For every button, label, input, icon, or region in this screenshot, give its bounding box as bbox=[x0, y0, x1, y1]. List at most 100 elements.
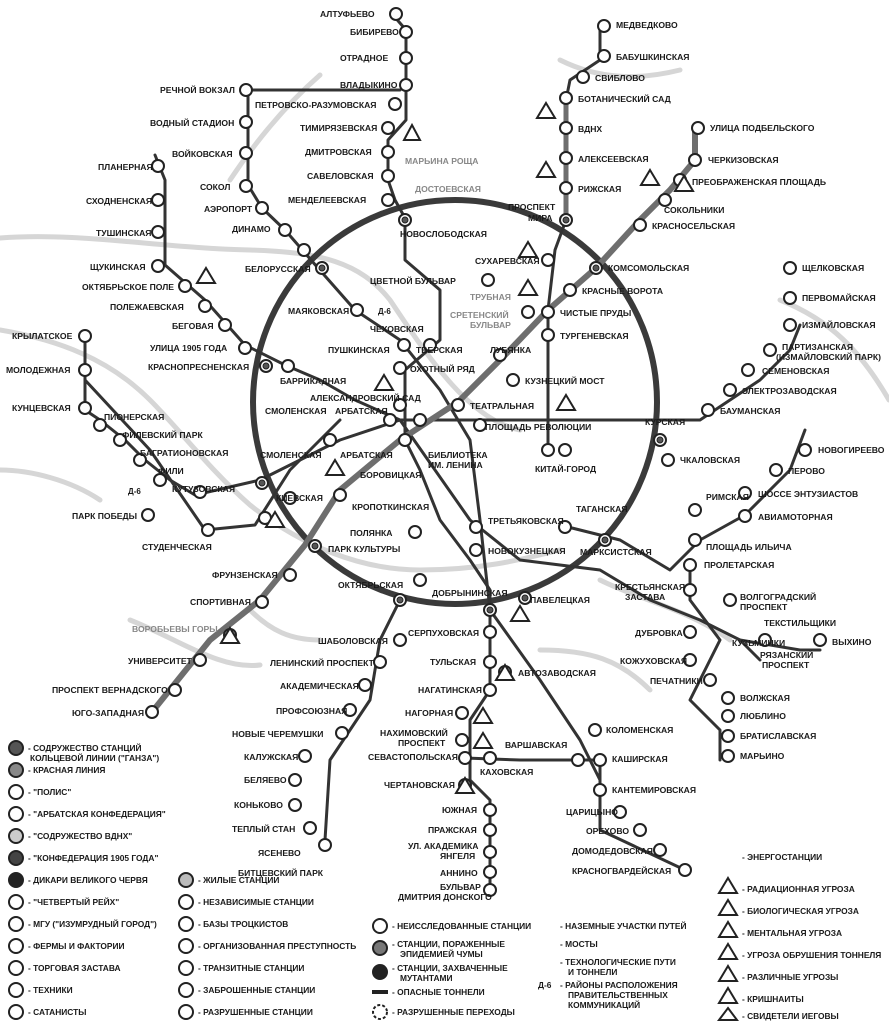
label-varshavskaya: ВАРШАВСКАЯ bbox=[505, 740, 567, 750]
label-partizanskaya-1: ПАРТИЗАНСКАЯ bbox=[782, 342, 853, 352]
label-sretensky-2: БУЛЬВАР bbox=[470, 320, 511, 330]
label-dostoevskaya: ДОСТОЕВСКАЯ bbox=[415, 184, 481, 194]
legend-plague-2: ЭПИДЕМИЕЙ ЧУМЫ bbox=[400, 948, 483, 959]
legend-various: - РАЗЛИЧНЫЕ УГРОЗЫ bbox=[742, 972, 838, 982]
label-krestyanskaya-1: КРЕСТЬЯНСКАЯ bbox=[615, 582, 685, 592]
label-tulskaya: ТУЛЬСКАЯ bbox=[430, 657, 476, 667]
label-yuzhnaya: ЮЖНАЯ bbox=[442, 805, 477, 815]
label-prazhskaya: ПРАЖСКАЯ bbox=[428, 825, 477, 835]
legend-crime: - ОРГАНИЗОВАННАЯ ПРЕСТУПНОСТЬ bbox=[198, 941, 356, 951]
label-volgogradsky-2: ПРОСПЕКТ bbox=[740, 602, 788, 612]
label-chekhovskaya: ЧЕХОВСКАЯ bbox=[370, 324, 424, 334]
label-sviblovo: СВИБЛОВО bbox=[595, 73, 645, 83]
label-kakhovskaya: КАХОВСКАЯ bbox=[480, 767, 533, 777]
label-filevsky-park: ФИЛЕВСКИЙ ПАРК bbox=[122, 429, 203, 440]
label-park-kultury: ПАРК КУЛЬТУРЫ bbox=[328, 544, 400, 554]
legend-reich: - "ЧЕТВЕРТЫЙ РЕЙХ" bbox=[28, 896, 119, 907]
label-smolenskaya-arb-2: СМОЛЕНСКАЯ bbox=[260, 450, 322, 460]
label-kutuzovskaya: КУТУЗОВСКАЯ bbox=[172, 484, 235, 494]
label-petrovsko: ПЕТРОВСКО-РАЗУМОВСКАЯ bbox=[255, 100, 376, 110]
label-prospekt-vernadskogo: ПРОСПЕКТ ВЕРНАДСКОГО bbox=[52, 685, 168, 695]
legend-surface: - НАЗЕМНЫЕ УЧАСТКИ ПУТЕЙ bbox=[560, 920, 686, 931]
label-altufyevo: АЛТУФЬЕВО bbox=[320, 9, 375, 19]
label-biblioteka-1: БИБЛИОТЕКА bbox=[428, 450, 488, 460]
label-kitay-gorod: КИТАЙ-ГОРОД bbox=[535, 463, 596, 474]
label-alekseevskaya: АЛЕКСЕЕВСКАЯ bbox=[578, 154, 649, 164]
label-vykhino: ВЫХИНО bbox=[832, 637, 872, 647]
label-planernaya: ПЛАНЕРНАЯ bbox=[98, 162, 153, 172]
legend-krishna: - КРИШНАИТЫ bbox=[742, 994, 804, 1004]
label-kozhukhovskaya: КОЖУХОВСКАЯ bbox=[620, 656, 687, 666]
legend-hansa: - СОДРУЖЕСТВО СТАНЦИЙ bbox=[28, 742, 141, 753]
label-akad-yangelya-2: ЯНГЕЛЯ bbox=[440, 851, 475, 861]
label-nagornaya: НАГОРНАЯ bbox=[405, 708, 453, 718]
label-universitet: УНИВЕРСИТЕТ bbox=[128, 656, 193, 666]
label-kuntsevskaya: КУНЦЕВСКАЯ bbox=[12, 403, 71, 413]
label-timiryazevskaya: ТИМИРЯЗЕВСКАЯ bbox=[300, 123, 377, 133]
label-oktyabrskoe-pole: ОКТЯБРЬСКОЕ ПОЛЕ bbox=[82, 282, 174, 292]
legend-destroyed-crossings: - РАЗРУШЕННЫЕ ПЕРЕХОДЫ bbox=[392, 1007, 515, 1017]
legend-red-line: - КРАСНАЯ ЛИНИЯ bbox=[28, 765, 105, 775]
label-annino: АННИНО bbox=[440, 868, 478, 878]
legend-mutants: - СТАНЦИИ, ЗАХВАЧЕННЫЕ bbox=[392, 963, 508, 973]
label-perovo: ПЕРОВО bbox=[788, 466, 825, 476]
label-lyublino: ЛЮБЛИНО bbox=[740, 711, 786, 721]
label-bulvar-donskogo-1: БУЛЬВАР bbox=[440, 882, 481, 892]
label-krasnoselskaya: КРАСНОСЕЛЬСКАЯ bbox=[652, 221, 735, 231]
label-polyanka: ПОЛЯНКА bbox=[350, 528, 393, 538]
label-prospekt-mira-2: МИРА bbox=[528, 213, 553, 223]
label-semenovskaya: СЕМЕНОВСКАЯ bbox=[762, 366, 829, 376]
label-ploshchad-rev: ПЛОЩАДЬ РЕВОЛЮЦИИ bbox=[485, 422, 591, 432]
label-shchukinskaya: ЩУКИНСКАЯ bbox=[90, 262, 146, 272]
label-konkovo: КОНЬКОВО bbox=[234, 800, 283, 810]
label-cherkizovskaya: ЧЕРКИЗОВСКАЯ bbox=[708, 155, 779, 165]
legend-bio: - БИОЛОГИЧЕСКАЯ УГРОЗА bbox=[742, 906, 859, 916]
label-arbatskaya-1: АРБАТСКАЯ bbox=[335, 406, 388, 416]
label-frunzenskaya: ФРУНЗЕНСКАЯ bbox=[212, 570, 278, 580]
legend-trotsky: - БАЗЫ ТРОЦКИСТОВ bbox=[198, 919, 288, 929]
legend-residential: - ЖИЛЫЕ СТАНЦИИ bbox=[198, 875, 279, 885]
label-sokolniki: СОКОЛЬНИКИ bbox=[664, 205, 724, 215]
label-krasnopresnenskaya: КРАСНОПРЕСНЕНСКАЯ bbox=[148, 362, 249, 372]
label-kashirskaya: КАШИРСКАЯ bbox=[612, 754, 668, 764]
label-kantemirovskaya: КАНТЕМИРОВСКАЯ bbox=[612, 785, 696, 795]
label-elektrozavodskaya: ЭЛЕКТРОЗАВОДСКАЯ bbox=[742, 386, 837, 396]
hansa-marks bbox=[258, 216, 664, 614]
label-studencheskaya: СТУДЕНЧЕСКАЯ bbox=[142, 542, 212, 552]
legend-1905: - "КОНФЕДЕРАЦИЯ 1905 ГОДА" bbox=[28, 853, 158, 863]
label-volgogradsky-1: ВОЛГОГРАДСКИЙ bbox=[740, 591, 816, 602]
label-pushkinskaya: ПУШКИНСКАЯ bbox=[328, 345, 390, 355]
label-shosse: ШОССЕ ЭНТУЗИАСТОВ bbox=[758, 489, 858, 499]
label-bagrationovskaya: БАГРАТИОНОВСКАЯ bbox=[140, 448, 228, 458]
label-chistye-prudy: ЧИСТЫЕ ПРУДЫ bbox=[560, 308, 631, 318]
legend-abandoned: - ЗАБРОШЕННЫЕ СТАНЦИИ bbox=[198, 985, 315, 995]
label-nagatinskaya: НАГАТИНСКАЯ bbox=[418, 685, 482, 695]
label-teatralnaya: ТЕАТРАЛЬНАЯ bbox=[470, 401, 534, 411]
label-tekstilshchiki: ТЕКСТИЛЬЩИКИ bbox=[764, 618, 836, 628]
label-kievskaya: КИЕВСКАЯ bbox=[276, 493, 323, 503]
label-dubrovka: ДУБРОВКА bbox=[635, 628, 683, 638]
legend-worm: - ДИКАРИ ВЕЛИКОГО ЧЕРВЯ bbox=[28, 875, 148, 885]
legend-gov: - РАЙОНЫ РАСПОЛОЖЕНИЯ bbox=[560, 979, 678, 990]
legend-gov-3: КОММУНИКАЦИЙ bbox=[568, 999, 640, 1010]
legend-trade: - ТОРГОВАЯ ЗАСТАВА bbox=[28, 963, 121, 973]
ring-line bbox=[250, 197, 660, 607]
label-kropotkinskaya: КРОПОТКИНСКАЯ bbox=[352, 502, 429, 512]
label-krylatskoe: КРЫЛАТСКОЕ bbox=[12, 331, 73, 341]
label-tretyakovskaya: ТРЕТЬЯКОВСКАЯ bbox=[488, 516, 564, 526]
label-begovaya: БЕГОВАЯ bbox=[172, 321, 214, 331]
stations bbox=[78, 7, 827, 897]
legend: - СОДРУЖЕСТВО СТАНЦИЙ КОЛЬЦЕВОЙ ЛИНИИ ("… bbox=[28, 742, 881, 1021]
label-tsvetnoy: ЦВЕТНОЙ БУЛЬВАР bbox=[370, 275, 456, 286]
label-vladykino: ВЛАДЫКИНО bbox=[340, 80, 398, 90]
label-akad-yangelya-1: УЛ. АКАДЕМИКА bbox=[408, 841, 478, 851]
legend-satanists: - САТАНИСТЫ bbox=[28, 1007, 86, 1017]
label-babushkinskaya: БАБУШКИНСКАЯ bbox=[616, 52, 689, 62]
label-serpukhovskaya: СЕРПУХОВСКАЯ bbox=[408, 628, 479, 638]
label-maryina-roshcha: МАРЬИНА РОЩА bbox=[405, 156, 479, 166]
label-bibirevo: БИБИРЕВО bbox=[350, 27, 399, 37]
label-mayakovskaya: МАЯКОВСКАЯ bbox=[288, 306, 349, 316]
label-novogireevo: НОВОГИРЕЕВО bbox=[818, 445, 885, 455]
label-medvedkovo: МЕДВЕДКОВО bbox=[616, 20, 678, 30]
label-bulvar-donskogo-2: ДМИТРИЯ ДОНСКОГО bbox=[398, 892, 492, 902]
